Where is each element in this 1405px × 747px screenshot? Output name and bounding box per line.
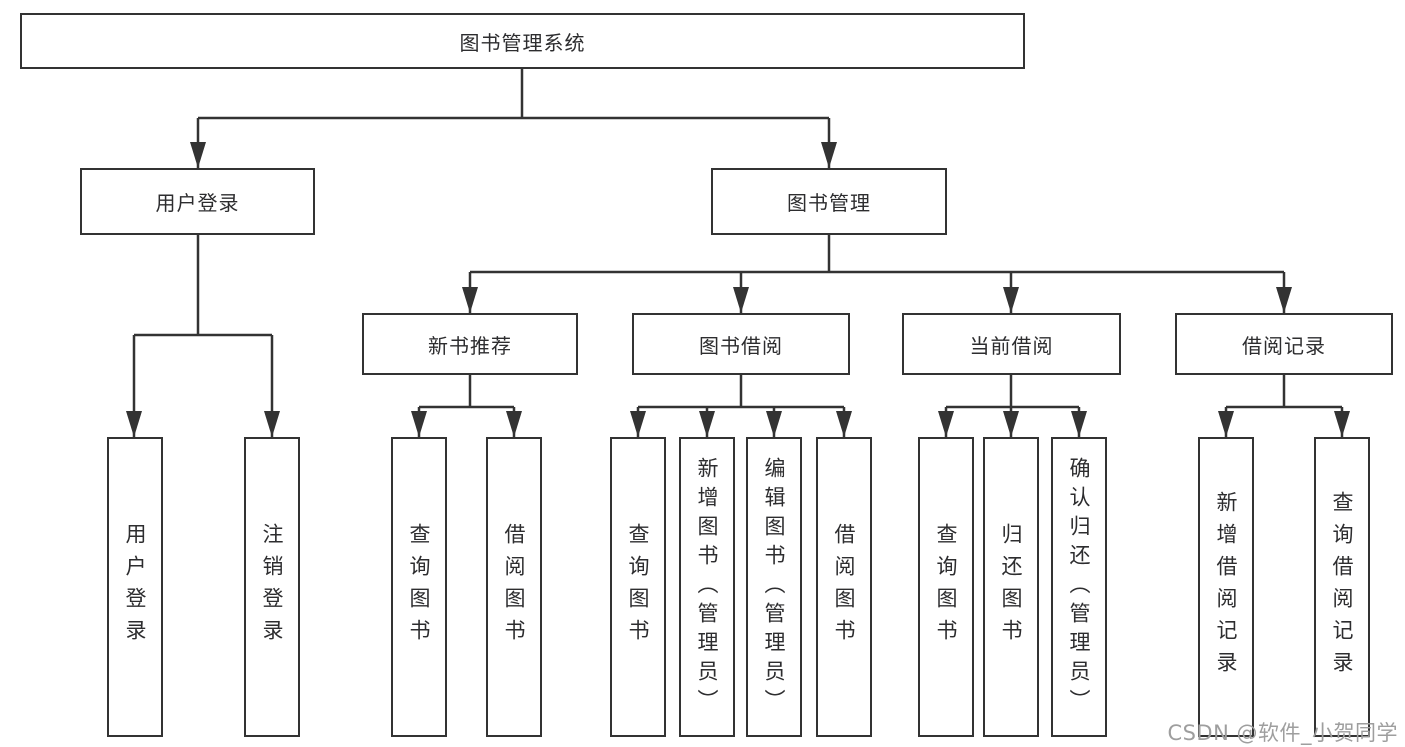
node-book-management: 图书管理 — [711, 168, 947, 235]
node-current-borrowing: 当前借阅 — [902, 313, 1121, 375]
node-book-borrowing: 图书借阅 — [632, 313, 850, 375]
node-borrowing-records: 借阅记录 — [1175, 313, 1393, 375]
leaf-borrow-books: 借阅图书 — [816, 437, 872, 737]
leaf-edit-books-admin: 编辑图书（管理员） — [746, 437, 802, 737]
leaf-query-borrow-record: 查询借阅记录 — [1314, 437, 1370, 737]
leaf-add-borrow-record: 新增借阅记录 — [1198, 437, 1254, 737]
leaf-query-books-borrowing: 查询图书 — [610, 437, 666, 737]
leaf-logout: 注销登录 — [244, 437, 300, 737]
leaf-add-books-admin: 新增图书（管理员） — [679, 437, 735, 737]
node-new-book-recommendation: 新书推荐 — [362, 313, 578, 375]
node-library-management-system: 图书管理系统 — [20, 13, 1025, 69]
leaf-confirm-return-admin: 确认归还（管理员） — [1051, 437, 1107, 737]
leaf-query-books-current: 查询图书 — [918, 437, 974, 737]
leaf-return-books: 归还图书 — [983, 437, 1039, 737]
leaf-user-login: 用户登录 — [107, 437, 163, 737]
csdn-watermark: CSDN @软件_小贺同学 — [1167, 721, 1398, 745]
node-user-login: 用户登录 — [80, 168, 315, 235]
leaf-query-books-recommend: 查询图书 — [391, 437, 447, 737]
leaf-borrow-books-recommend: 借阅图书 — [486, 437, 542, 737]
